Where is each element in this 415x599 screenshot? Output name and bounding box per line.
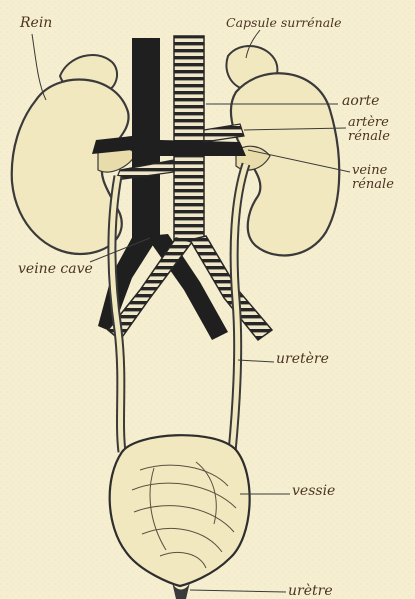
aorta <box>174 36 204 242</box>
label-aorta: aorte <box>342 94 379 109</box>
label-renal-vein: veine rénale <box>352 164 394 191</box>
right-renal-vein <box>160 140 246 156</box>
label-adrenal-gland: Capsule surrénale <box>226 16 342 29</box>
label-bladder: vessie <box>292 484 335 499</box>
label-renal-vein-line1: veine <box>352 164 394 178</box>
label-renal-artery-line2: rénale <box>348 130 390 144</box>
vena-cava <box>132 38 160 238</box>
label-renal-vein-line2: rénale <box>352 178 394 192</box>
label-renal-artery-line1: artère <box>348 116 390 130</box>
label-kidney: Rein <box>20 16 52 31</box>
label-urethra: urètre <box>288 584 333 599</box>
label-vena-cava: veine cave <box>18 262 93 277</box>
label-renal-artery: artère rénale <box>348 116 390 143</box>
label-ureter: uretère <box>276 352 329 367</box>
